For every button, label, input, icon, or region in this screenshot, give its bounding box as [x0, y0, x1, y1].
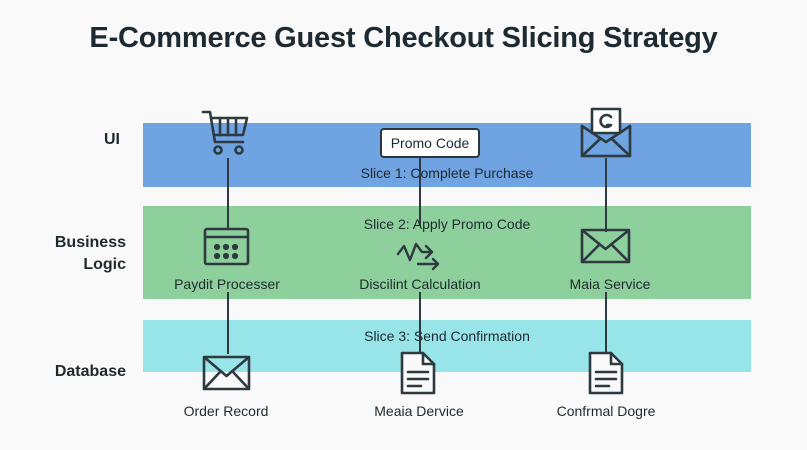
media-service-label: Meaia Dervice [374, 403, 464, 419]
document-icon [399, 350, 437, 396]
payment-terminal-icon [203, 226, 251, 268]
slice-1-label: Slice 1: Complete Purchase [360, 165, 534, 181]
document-icon [587, 350, 625, 396]
envelope-icon [202, 354, 252, 392]
row-label-ui: UI [104, 131, 120, 148]
row-label-database: Database [54, 363, 126, 380]
email-open-icon [579, 106, 633, 160]
connector-line [605, 158, 607, 232]
business-logic-layer-band [143, 206, 751, 299]
shopping-cart-icon [200, 108, 252, 158]
calculation-arrows-icon [396, 234, 444, 274]
discount-calculation-label: Discilint Calculation [359, 276, 481, 292]
connector-line [419, 292, 421, 352]
database-layer-band [143, 320, 751, 372]
promo-code-field: Promo Code [380, 128, 480, 158]
slice-2-label: Slice 2: Apply Promo Code [363, 216, 531, 232]
page-title: E-Commerce Guest Checkout Slicing Strate… [89, 22, 718, 54]
envelope-icon [580, 227, 632, 265]
connector-line [605, 292, 607, 354]
payment-processor-label: Paydit Processer [174, 276, 280, 292]
connector-line [227, 158, 229, 230]
connector-line [419, 158, 421, 226]
mail-service-label: Maia Service [569, 276, 651, 292]
confirmation-record-label: Confrmal Dogre [556, 403, 656, 419]
connector-line [227, 292, 229, 354]
row-label-business-logic: Business Logic [54, 234, 126, 273]
order-record-label: Order Record [183, 403, 269, 419]
slice-3-label: Slice 3: Send Confirmation [364, 328, 530, 344]
